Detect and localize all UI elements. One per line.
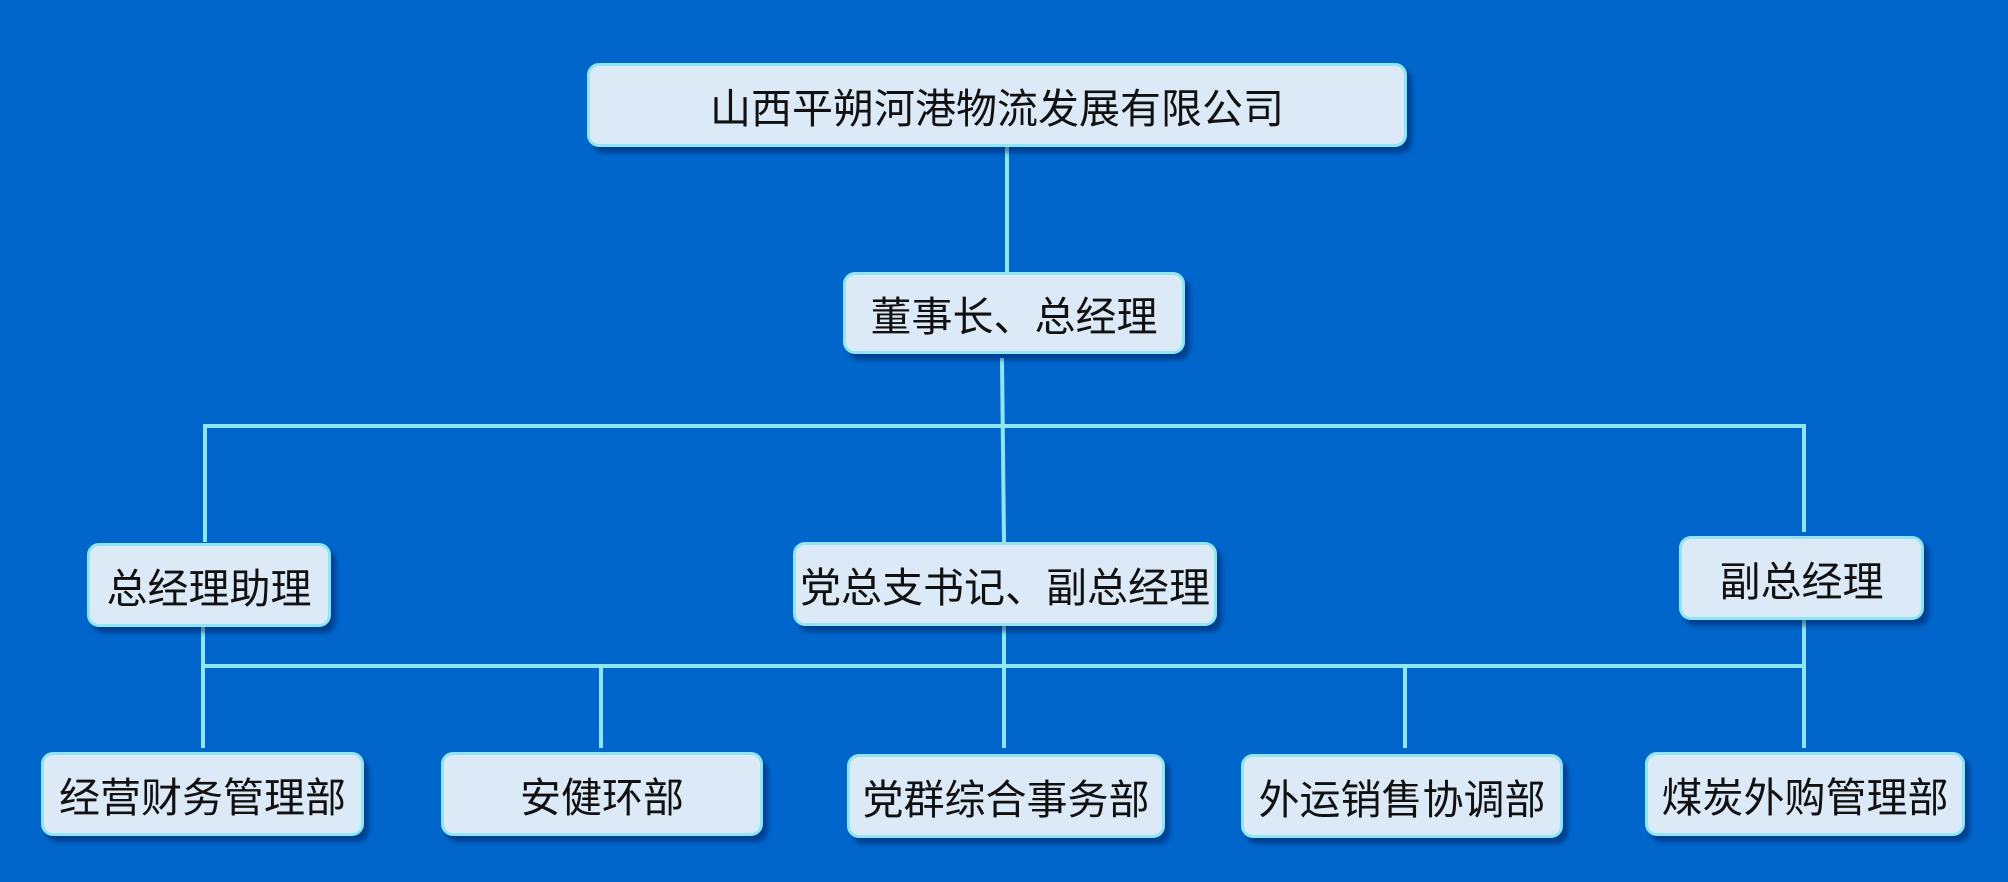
node-party-affairs-department: 党群综合事务部 <box>847 754 1165 838</box>
node-safety-health-environment-department: 安健环部 <box>441 752 763 836</box>
node-deputy-general-manager: 副总经理 <box>1679 536 1924 620</box>
node-sales-coordination-department: 外运销售协调部 <box>1241 754 1563 838</box>
node-chairman-general-manager: 董事长、总经理 <box>843 272 1185 354</box>
line-chairman-down <box>999 357 1007 545</box>
node-coal-purchase-department: 煤炭外购管理部 <box>1645 752 1965 836</box>
node-party-secretary-deputy-manager: 党总支书记、副总经理 <box>793 542 1217 626</box>
node-finance-department: 经营财务管理部 <box>41 752 364 836</box>
node-assistant-general-manager: 总经理助理 <box>87 543 331 627</box>
node-company: 山西平朔河港物流发展有限公司 <box>587 63 1407 147</box>
